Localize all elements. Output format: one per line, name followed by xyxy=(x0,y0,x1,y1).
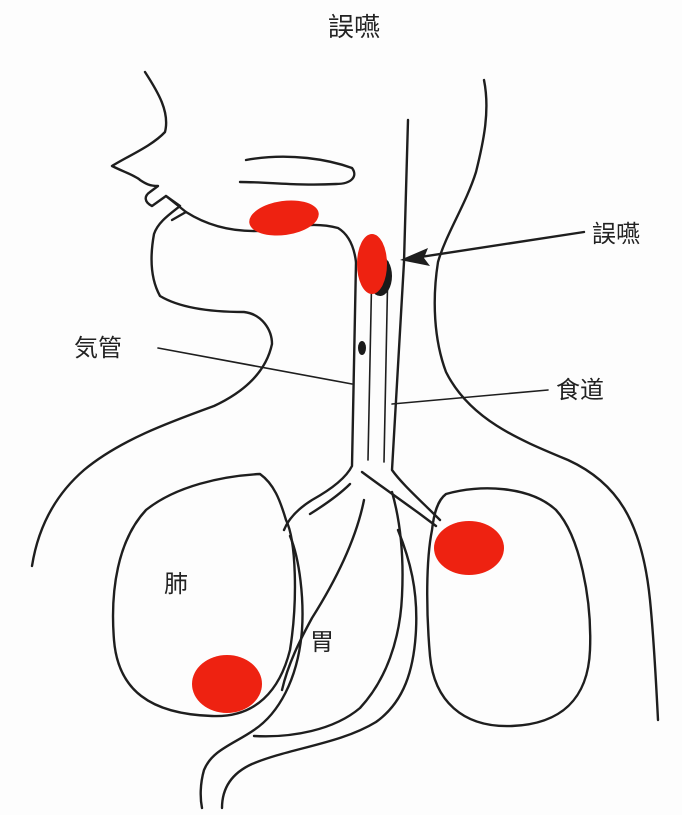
label-trachea: 気管 xyxy=(74,334,122,362)
label-esophagus: 食道 xyxy=(556,376,604,404)
dark-spot-lower xyxy=(358,341,366,355)
diagram-title: 誤嚥 xyxy=(328,13,380,43)
marker-right-lung xyxy=(192,655,262,713)
aspiration-arrow xyxy=(400,232,584,266)
labels: 誤嚥 気管 食道 肺 胃 xyxy=(74,220,640,656)
marker-oral-cavity xyxy=(247,196,321,239)
marker-larynx xyxy=(357,234,387,294)
marker-left-lung xyxy=(434,521,504,575)
label-aspiration: 誤嚥 xyxy=(592,220,640,248)
label-lung: 肺 xyxy=(164,570,188,598)
label-stomach: 胃 xyxy=(310,628,334,656)
highlight-markers xyxy=(192,196,504,713)
lungs xyxy=(113,474,590,726)
left-lung xyxy=(427,488,590,726)
